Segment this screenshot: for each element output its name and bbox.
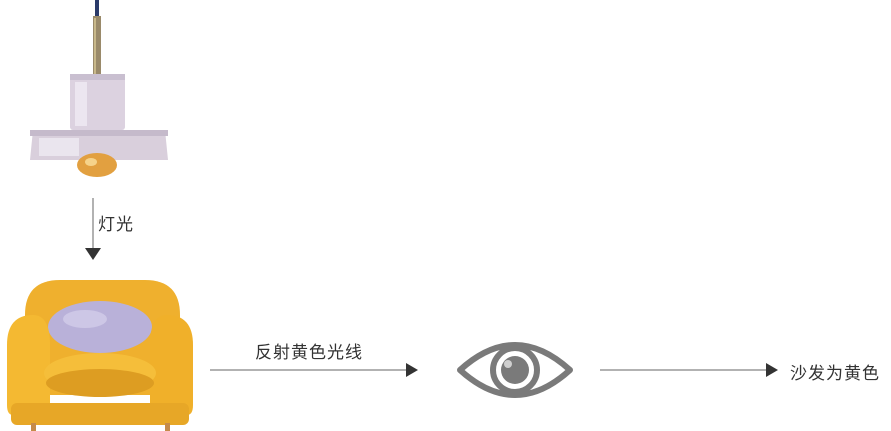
light-label: 灯光 (98, 215, 134, 235)
reflect-arrow (210, 362, 420, 378)
eye-icon (455, 330, 575, 410)
yellow-sofa (5, 275, 195, 431)
pendant-lamp (25, 0, 175, 195)
reflect-label: 反射黄色光线 (255, 343, 363, 363)
light-arrow (84, 198, 104, 262)
result-arrow (600, 362, 780, 378)
result-label: 沙发为黄色 (790, 364, 880, 384)
